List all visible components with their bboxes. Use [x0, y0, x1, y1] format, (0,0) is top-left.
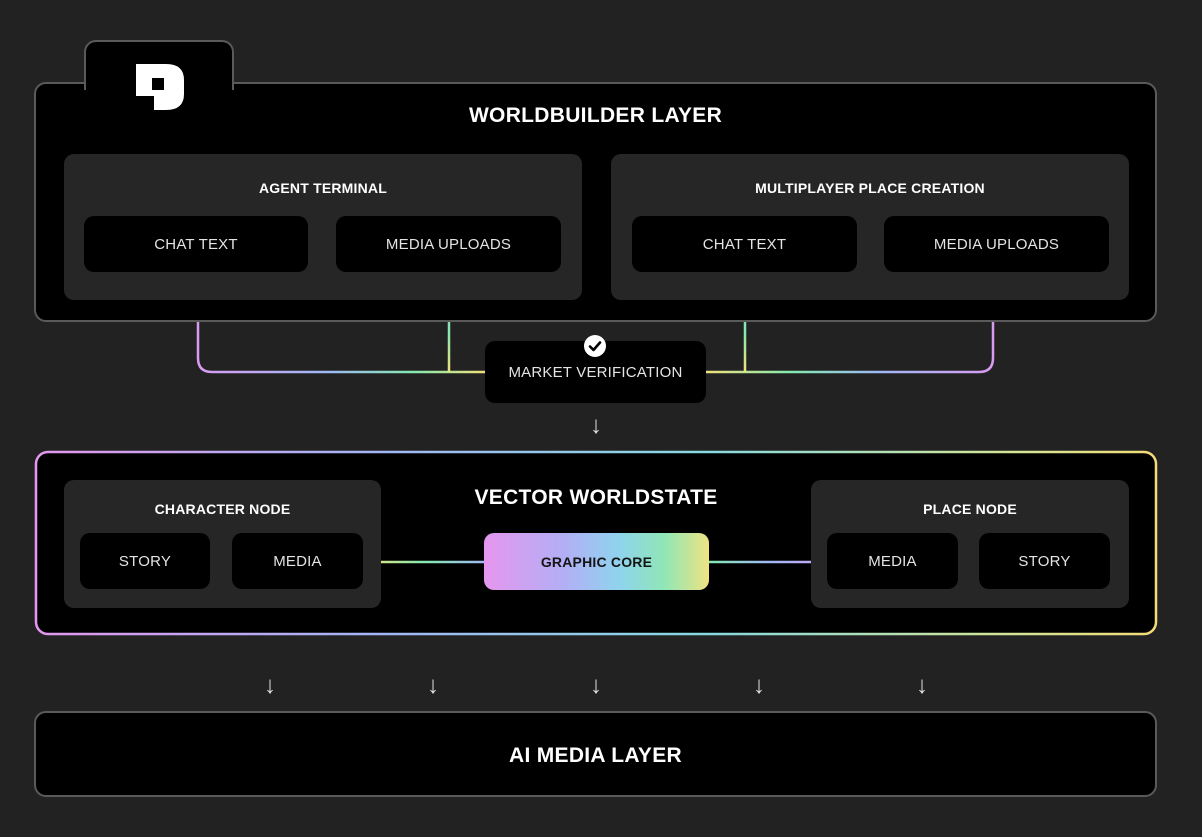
agent-media-uploads: MEDIA UPLOADS — [336, 216, 561, 272]
ai-media-frame — [34, 711, 1157, 797]
worldbuilder-title: WORLDBUILDER LAYER — [468, 104, 723, 127]
place-story: STORY — [979, 533, 1110, 589]
place-media: MEDIA — [827, 533, 958, 589]
character-story: STORY — [80, 533, 210, 589]
multiplayer-chat-text: CHAT TEXT — [632, 216, 857, 272]
arrow-down-icon: ↓ — [590, 412, 602, 439]
arrow-down-icon: ↓ — [590, 672, 602, 699]
agent-terminal-title: AGENT TERMINAL — [258, 180, 387, 196]
arrow-down-icon: ↓ — [264, 672, 276, 699]
graphic-core: GRAPHIC CORE — [484, 533, 709, 590]
place-node-title: PLACE NODE — [923, 501, 1017, 517]
character-media: MEDIA — [232, 533, 363, 589]
arrow-down-icon: ↓ — [916, 672, 928, 699]
agent-chat-text: CHAT TEXT — [84, 216, 308, 272]
multiplayer-media-uploads: MEDIA UPLOADS — [884, 216, 1109, 272]
logo-icon — [136, 64, 184, 110]
ai-media-title: AI MEDIA LAYER — [509, 744, 682, 767]
multiplayer-title: MULTIPLAYER PLACE CREATION — [755, 180, 985, 196]
worldstate-title: VECTOR WORLDSTATE — [474, 486, 718, 509]
arrow-down-icon: ↓ — [753, 672, 765, 699]
check-circle-icon — [583, 334, 607, 358]
character-node-title: CHARACTER NODE — [154, 501, 291, 517]
arrow-down-icon: ↓ — [427, 672, 439, 699]
